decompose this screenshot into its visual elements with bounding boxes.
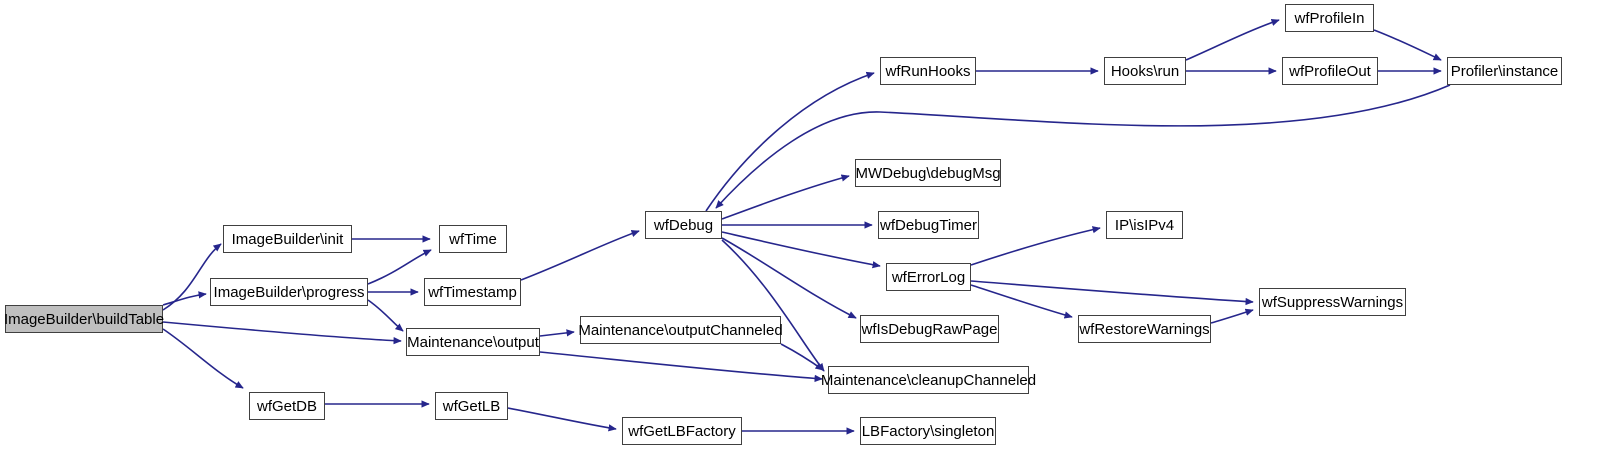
graph-node-progress[interactable]: ImageBuilder\progress	[210, 278, 368, 306]
edge-wfRestoreWarnings-to-wfSuppressWarn	[1210, 308, 1254, 324]
edge-buildTable-to-progress	[162, 291, 207, 306]
graph-node-maintOutputChan[interactable]: Maintenance\outputChanneled	[578, 316, 783, 344]
edge-buildTable-to-wfGetDB	[162, 328, 244, 389]
graph-node-label: wfTimestamp	[428, 283, 517, 301]
edge-wfErrorLog-to-wfRestoreWarnings	[970, 284, 1073, 319]
graph-node-lbSingleton[interactable]: LBFactory\singleton	[860, 417, 996, 445]
graph-node-label: ImageBuilder\progress	[213, 283, 365, 301]
edge-wfDebug-to-wfIsDebugRawPage	[721, 237, 857, 319]
graph-node-label: wfProfileIn	[1294, 9, 1365, 27]
edge-maintOutputChan-to-maintCleanupChan	[780, 343, 824, 371]
graph-node-ipIsIPv4[interactable]: IP\isIPv4	[1106, 211, 1183, 239]
graph-node-label: wfSuppressWarnings	[1261, 293, 1404, 311]
graph-node-wfGetLB[interactable]: wfGetLB	[435, 392, 508, 420]
graph-node-label: wfProfileOut	[1289, 62, 1371, 80]
edge-maintOutput-to-maintCleanupChan	[539, 351, 823, 383]
graph-node-label: wfRunHooks	[885, 62, 971, 80]
graph-node-init[interactable]: ImageBuilder\init	[223, 225, 352, 253]
edges-group	[162, 18, 1451, 435]
graph-node-wfDebugTimer[interactable]: wfDebugTimer	[878, 211, 979, 239]
graph-node-wfRunHooks[interactable]: wfRunHooks	[880, 57, 976, 85]
graph-node-profilerInstance[interactable]: Profiler\instance	[1447, 57, 1562, 85]
graph-node-label: wfRestoreWarnings	[1079, 320, 1210, 338]
edge-hooksRun-to-wfProfileIn	[1185, 18, 1280, 61]
graph-node-mwDebugMsg[interactable]: MWDebug\debugMsg	[855, 159, 1001, 187]
graph-node-label: wfTime	[449, 230, 497, 248]
edge-profilerInstance-to-wfDebug	[715, 84, 1451, 209]
edge-wfErrorLog-to-wfSuppressWarn	[970, 280, 1254, 306]
edge-progress-to-wfTime	[367, 249, 432, 285]
graph-node-wfSuppressWarn[interactable]: wfSuppressWarnings	[1259, 288, 1406, 316]
graph-node-wfProfileOut[interactable]: wfProfileOut	[1282, 57, 1378, 85]
graph-node-wfGetLBFactory[interactable]: wfGetLBFactory	[622, 417, 742, 445]
graph-node-label: Hooks\run	[1110, 62, 1180, 80]
graph-node-wfRestoreWarnings[interactable]: wfRestoreWarnings	[1078, 315, 1211, 343]
edge-wfTimestamp-to-wfDebug	[520, 230, 640, 281]
graph-node-label: wfGetDB	[256, 397, 317, 415]
graph-node-wfIsDebugRawPage[interactable]: wfIsDebugRawPage	[860, 315, 999, 343]
graph-node-wfDebug[interactable]: wfDebug	[645, 211, 722, 239]
edge-wfErrorLog-to-ipIsIPv4	[970, 226, 1101, 266]
edge-wfProfileIn-to-profilerInstance	[1373, 29, 1442, 61]
graph-node-wfGetDB[interactable]: wfGetDB	[249, 392, 325, 420]
graph-node-label: wfDebugTimer	[880, 216, 977, 234]
graph-node-label: wfIsDebugRawPage	[861, 320, 998, 338]
graph-node-wfTime[interactable]: wfTime	[439, 225, 507, 253]
edge-wfDebug-to-wfRunHooks	[705, 71, 875, 212]
graph-node-label: ImageBuilder\init	[231, 230, 344, 248]
graph-node-label: MWDebug\debugMsg	[855, 164, 1001, 182]
edge-wfDebug-to-maintCleanupChan	[721, 239, 825, 372]
edge-wfDebug-to-wfErrorLog	[721, 231, 881, 269]
edge-buildTable-to-maintOutput	[162, 321, 402, 345]
edge-wfDebug-to-mwDebugMsg	[721, 174, 850, 220]
graph-node-label: wfGetLBFactory	[628, 422, 736, 440]
edge-wfGetLB-to-wfGetLBFactory	[507, 407, 617, 432]
graph-node-hooksRun[interactable]: Hooks\run	[1104, 57, 1186, 85]
graph-node-label: wfGetLB	[442, 397, 501, 415]
edge-progress-to-maintOutput	[367, 299, 404, 332]
graph-node-label: IP\isIPv4	[1114, 216, 1175, 234]
graph-node-label: Maintenance\outputChanneled	[578, 321, 783, 339]
graph-node-maintCleanupChan[interactable]: Maintenance\cleanupChanneled	[821, 366, 1036, 394]
graph-node-wfProfileIn[interactable]: wfProfileIn	[1285, 4, 1374, 32]
graph-node-label: LBFactory\singleton	[861, 422, 995, 440]
graph-node-wfTimestamp[interactable]: wfTimestamp	[424, 278, 521, 306]
graph-node-label: Maintenance\cleanupChanneled	[820, 371, 1037, 389]
graph-node-label: Maintenance\output	[407, 333, 539, 351]
edge-maintOutput-to-maintOutputChan	[539, 329, 575, 337]
graph-node-buildTable[interactable]: ImageBuilder\buildTable	[4, 305, 164, 333]
graph-node-label: wfErrorLog	[891, 268, 966, 286]
graph-node-label: Profiler\instance	[1450, 62, 1559, 80]
graph-node-maintOutput[interactable]: Maintenance\output	[406, 328, 540, 356]
graph-node-label: ImageBuilder\buildTable	[3, 310, 165, 328]
graph-node-label: wfDebug	[653, 216, 714, 234]
graph-node-wfErrorLog[interactable]: wfErrorLog	[886, 263, 971, 291]
